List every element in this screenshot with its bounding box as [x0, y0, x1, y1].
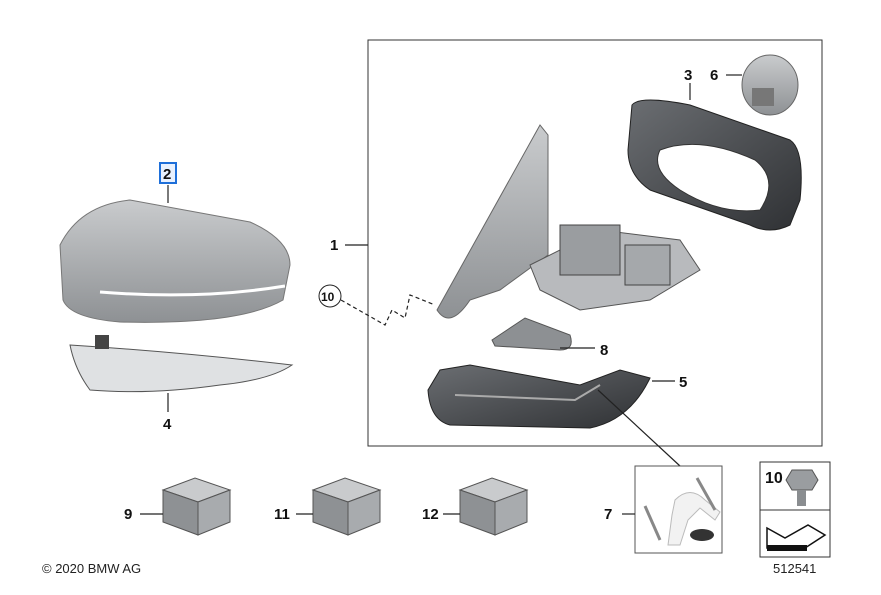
- callout-7[interactable]: 7: [604, 506, 612, 523]
- part-9-box[interactable]: [161, 477, 232, 536]
- arrow-symbol-icon: [766, 524, 827, 551]
- assembly-frame: [367, 39, 823, 447]
- callout-12[interactable]: 12: [422, 506, 439, 523]
- callout-10-circle[interactable]: 10: [321, 290, 335, 304]
- leader-line: [597, 389, 681, 467]
- mirror-cap-part[interactable]: [59, 199, 291, 323]
- lower-trim-part[interactable]: [427, 364, 651, 429]
- part-11-box[interactable]: [311, 477, 382, 536]
- callout-10-box[interactable]: 10: [765, 470, 783, 487]
- callout-11[interactable]: 11: [274, 506, 290, 523]
- clip-kit-part: [643, 477, 721, 546]
- callout-9[interactable]: 9: [124, 506, 132, 523]
- mirror-frame-part[interactable]: [627, 99, 802, 231]
- mirror-motor-part[interactable]: [741, 54, 799, 116]
- callout-6[interactable]: 6: [710, 67, 718, 84]
- part-12-box[interactable]: [458, 477, 529, 536]
- bolt-icon: [785, 469, 819, 506]
- highlight-box: [159, 162, 177, 184]
- callout-1[interactable]: 1: [330, 237, 338, 254]
- callout-circle: [318, 284, 342, 308]
- callout-2[interactable]: 2: [163, 166, 171, 183]
- callout-5[interactable]: 5: [679, 374, 687, 391]
- mirror-base-part[interactable]: [436, 124, 701, 319]
- turn-signal-part[interactable]: [69, 335, 294, 393]
- callout-8[interactable]: 8: [600, 342, 608, 359]
- diagram-number: 512541: [773, 561, 816, 576]
- gasket-part[interactable]: [491, 317, 572, 351]
- leader-line: [340, 294, 436, 326]
- callout-3[interactable]: 3: [684, 67, 692, 84]
- callout-4[interactable]: 4: [163, 416, 172, 433]
- copyright-text: © 2020 BMW AG: [42, 561, 141, 576]
